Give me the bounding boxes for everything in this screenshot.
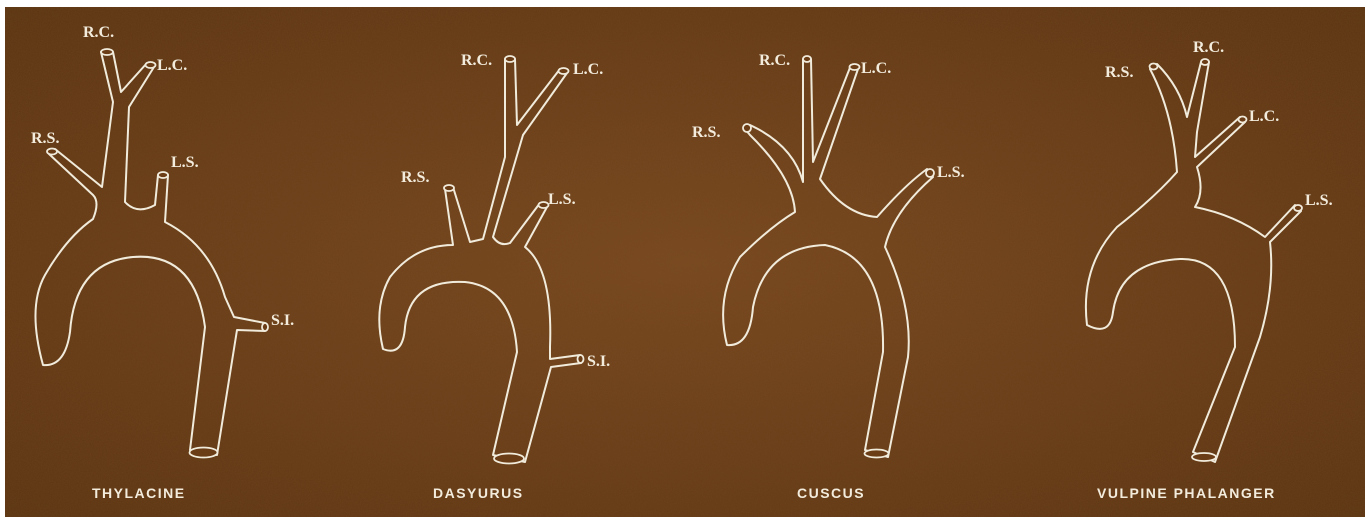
dasyurus-caption: DASYURUS [433, 485, 524, 501]
dasyurus-vessel-end-rc [505, 56, 515, 62]
cuscus-label-lc: L.C. [861, 60, 891, 77]
thylacine-label-ls: L.S. [171, 154, 199, 171]
dasyurus-vessel-end-si [578, 355, 584, 363]
vulpine-phalanger-vessel-end-aorta [1192, 453, 1216, 461]
thylacine-caption: THYLACINE [92, 485, 186, 501]
vulpine-phalanger-label-rc: R.C. [1193, 39, 1224, 56]
thylacine-label-lc: L.C. [157, 57, 187, 74]
thylacine-vessel-end-rs [47, 149, 57, 155]
vulpine-phalanger-vessel-end-ls [1294, 205, 1302, 211]
vulpine-phalanger-caption: VULPINE PHALANGER [1097, 485, 1276, 501]
cuscus-vessel-end-rs [743, 124, 751, 132]
dasyurus-label-rc: R.C. [461, 52, 492, 69]
thylacine-vessel-end-rc [101, 49, 113, 55]
dasyurus-vessel-end-rs [444, 185, 454, 191]
dasyurus-vessel-end-ls [539, 202, 549, 208]
cuscus-vessel-end-rc [803, 56, 811, 62]
cuscus-label-rs: R.S. [692, 124, 720, 141]
thylacine-label-si: S.I. [271, 312, 294, 329]
cuscus-vessel-end-lc [850, 64, 860, 70]
dasyurus-label-ls: L.S. [548, 191, 576, 208]
cuscus-label-ls: L.S. [937, 164, 965, 181]
cuscus-label-rc: R.C. [759, 52, 790, 69]
thylacine-vessel-end-aorta [190, 448, 218, 458]
dasyurus-label-lc: L.C. [573, 61, 603, 78]
dasyurus-label-si: S.I. [587, 353, 610, 370]
thylacine-label-rs: R.S. [31, 130, 59, 147]
thylacine-vessel-end-si [262, 323, 268, 331]
dasyurus-vessel-end-aorta [494, 454, 524, 464]
aortic-arch-plate: R.C. L.C. R.S. L.S. S.I. THYLACINE R.C. … [5, 7, 1365, 517]
vulpine-phalanger-vessel-end-lc [1239, 117, 1247, 123]
vulpine-phalanger-vessel-end-rc [1201, 59, 1209, 65]
dasyurus-vessel-end-lc [559, 68, 569, 74]
thylacine-vessel-end-lc [146, 62, 156, 68]
cuscus-vessel-end-ls [926, 169, 934, 177]
dasyurus-label-rs: R.S. [401, 169, 429, 186]
vulpine-phalanger-label-rs: R.S. [1105, 64, 1133, 81]
vulpine-phalanger-label-lc: L.C. [1249, 108, 1279, 125]
vulpine-phalanger-vessel-end-rs [1150, 64, 1158, 70]
thylacine-label-rc: R.C. [83, 24, 114, 41]
cuscus-vessel-end-aorta [865, 450, 889, 458]
cuscus-caption: CUSCUS [797, 485, 865, 501]
vulpine-phalanger-label-ls: L.S. [1305, 192, 1333, 209]
thylacine-vessel-end-ls [158, 172, 168, 178]
